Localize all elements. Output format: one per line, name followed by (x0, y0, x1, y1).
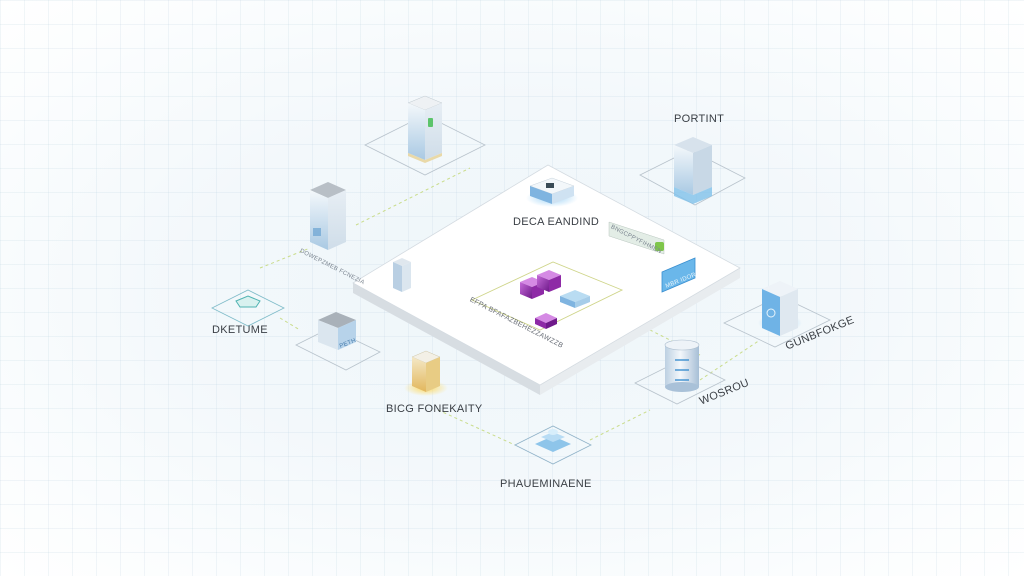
connector-db-right-panel (699, 339, 761, 381)
connector-detume-small-server (279, 317, 301, 331)
right-panel-icon[interactable] (758, 281, 802, 336)
detume-floor (211, 289, 285, 327)
connector-detume-left-server (259, 247, 311, 269)
top-tower-icon[interactable] (407, 95, 443, 163)
phauem-stack-icon[interactable] (535, 429, 571, 452)
connector-bicg-phauem (437, 409, 516, 446)
deca-box-icon[interactable] (526, 177, 578, 207)
connector-left-server-top (355, 167, 471, 226)
purple-cluster-icon[interactable] (520, 270, 590, 329)
label-bicg: BICG FONEKAITY (386, 403, 483, 415)
right-panel-floor (723, 295, 831, 348)
phauem-floor (514, 425, 592, 465)
blue-tag-icon[interactable] (661, 257, 696, 293)
detume-badge-icon[interactable] (235, 295, 261, 308)
connector-lines (259, 167, 761, 446)
label-portint: PORTINT (674, 113, 725, 125)
left-server-icon[interactable] (310, 182, 346, 250)
label-phauem: PHAUEMINAENE (500, 478, 592, 490)
floor-outlines (211, 114, 831, 465)
label-detume: DKETUME (212, 324, 268, 336)
platform-tower-icon[interactable] (393, 258, 411, 292)
green-tag-icon[interactable] (608, 221, 665, 255)
top-tower-floor (364, 114, 486, 176)
database-cylinder-icon[interactable] (664, 339, 700, 392)
cluster-outline (470, 261, 624, 331)
label-deca: DECA EANDIND (513, 216, 600, 228)
connector-phauem-db (589, 409, 651, 441)
portint-server-icon[interactable] (674, 137, 712, 204)
small-server-icon[interactable] (318, 312, 356, 350)
bicg-server-icon[interactable] (404, 350, 448, 396)
